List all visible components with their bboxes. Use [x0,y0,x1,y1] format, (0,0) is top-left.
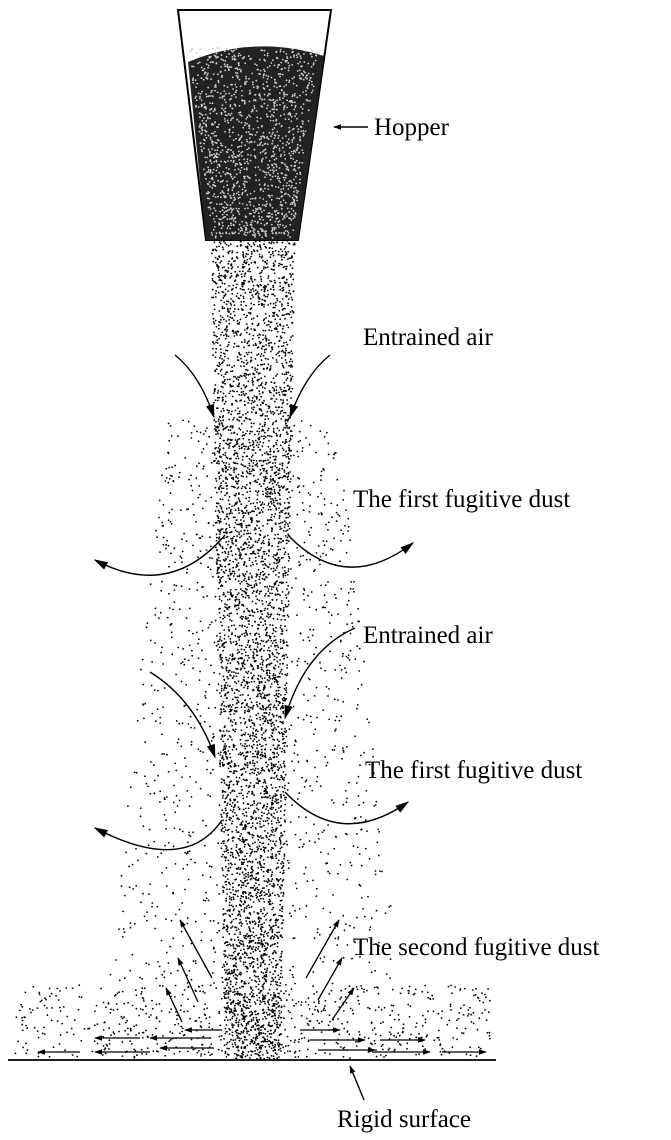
second-dust-arrow [306,920,339,978]
fugitive-dust-arrow-left-2 [95,820,222,850]
first-fugitive-dust-label-1: The first fugitive dust [353,486,570,513]
hopper [178,10,331,240]
fugitive-dust-arrow-right-2 [285,792,408,824]
hopper-label: Hopper [374,114,450,141]
first-fugitive-dust-label-2: The first fugitive dust [365,757,582,784]
second-dust-arrow [180,920,212,978]
entrained-air-label-2: Entrained air [363,622,493,649]
second-dust-arrow [166,988,182,1022]
second-dust-arrow [178,958,198,1002]
entrained-air-label-1: Entrained air [363,324,493,351]
rigid-surface-label: Rigid surface [337,1106,471,1133]
entrained-air-arrow-right-1 [290,355,330,417]
entrained-air-arrow-right-2 [285,628,355,718]
second-dust-arrow [332,988,354,1020]
rigid-surface-pointer-arrow [350,1066,364,1100]
entrained-air-arrow-left-2 [150,672,215,757]
fugitive-dust-arrow-left-1 [95,535,225,575]
second-fugitive-dust-label: The second fugitive dust [353,934,600,961]
entrained-air-arrow-left-1 [175,355,214,417]
